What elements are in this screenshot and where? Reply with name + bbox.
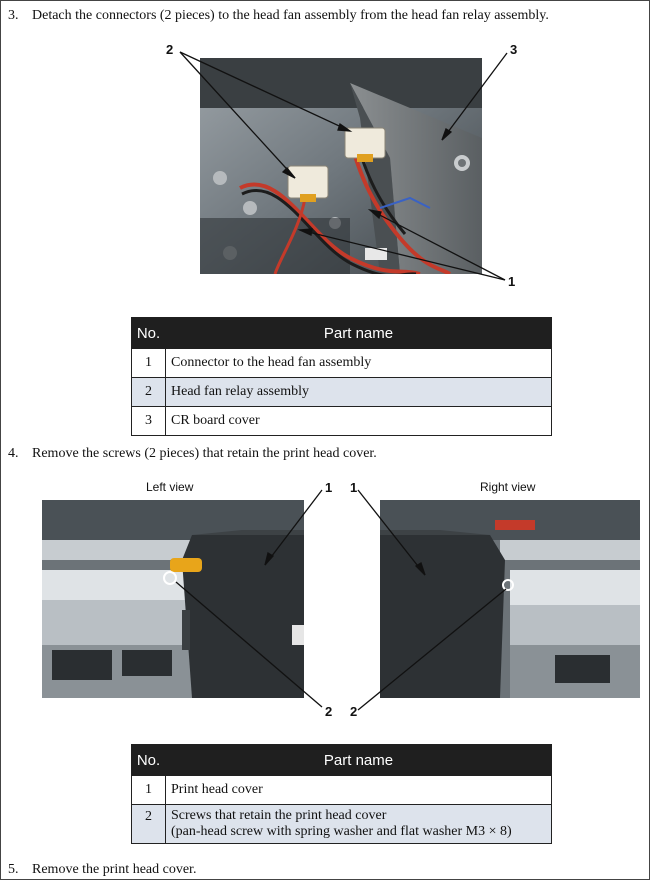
table-row: 2 Head fan relay assembly (131, 377, 552, 407)
callout-1-left: 1 (325, 480, 333, 495)
parts-table-2: No. Part name 1 Print head cover 2 Screw… (131, 744, 552, 844)
step-5: 5. Remove the print head cover. (8, 862, 196, 878)
parts-table-1: No. Part name 1 Connector to the head fa… (131, 317, 552, 436)
step-4: 4. Remove the screws (2 pieces) that reta… (8, 446, 377, 462)
part-name: Screws that retain the print head cover (171, 808, 387, 823)
step-text: Detach the connectors (2 pieces) to the … (32, 8, 549, 23)
right-view-caption: Right view (480, 480, 536, 494)
part-number: 3 (131, 406, 166, 436)
table-row: 1 Connector to the head fan assembly (131, 348, 552, 378)
part-name: Head fan relay assembly (165, 377, 552, 407)
right-view-photo (380, 500, 640, 698)
callout-2-right: 2 (350, 704, 358, 719)
part-number: 1 (131, 348, 166, 378)
part-name: Print head cover (165, 775, 552, 805)
part-name-detail: (pan-head screw with spring washer and f… (171, 824, 512, 839)
step-number: 5. (8, 862, 19, 877)
table-row: 3 CR board cover (131, 406, 552, 436)
part-name: CR board cover (165, 406, 552, 436)
callout-2: 2 (166, 42, 174, 57)
callout-1: 1 (508, 274, 516, 289)
part-name: Connector to the head fan assembly (165, 348, 552, 378)
step-number: 4. (8, 446, 19, 461)
table-row: 2 Screws that retain the print head cove… (131, 804, 552, 844)
step-number: 3. (8, 8, 19, 23)
header-no: No. (131, 744, 166, 776)
left-view-photo (42, 500, 304, 698)
part-name-cell: Screws that retain the print head cover … (165, 804, 552, 844)
step-text: Remove the print head cover. (32, 862, 197, 877)
part-number: 2 (131, 804, 166, 844)
callout-1-right: 1 (350, 480, 358, 495)
step-3: 3. Detach the connectors (2 pieces) to th… (8, 8, 549, 24)
part-number: 1 (131, 775, 166, 805)
header-part-name: Part name (165, 317, 552, 349)
callout-3: 3 (510, 42, 518, 57)
header-part-name: Part name (165, 744, 552, 776)
table-row: 1 Print head cover (131, 775, 552, 805)
part-number: 2 (131, 377, 166, 407)
connector-photo (200, 58, 482, 274)
left-view-caption: Left view (146, 480, 194, 494)
step-text: Remove the screws (2 pieces) that retain… (32, 446, 377, 461)
header-no: No. (131, 317, 166, 349)
callout-2-left: 2 (325, 704, 333, 719)
